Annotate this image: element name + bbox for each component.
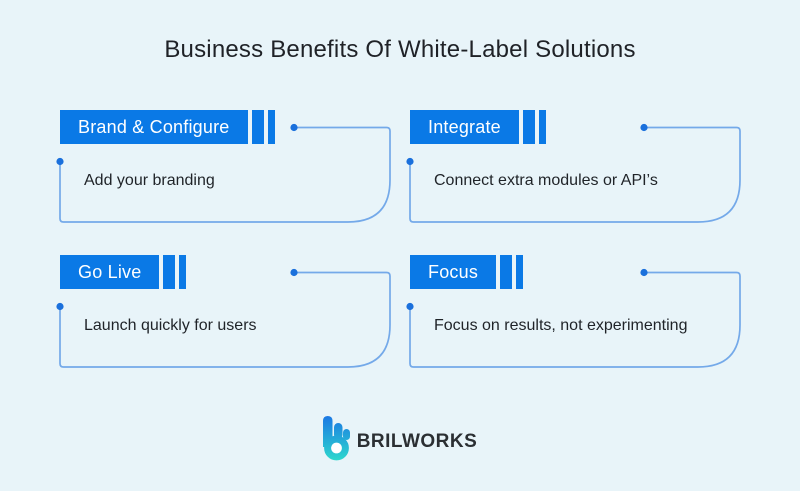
brand-name: BRILWORKS — [356, 430, 478, 452]
step-label: Focus — [428, 261, 479, 282]
step-description: Launch quickly for users — [84, 317, 257, 334]
step-pill-integrate: Integrate — [410, 110, 519, 144]
step-label: Go Live — [78, 261, 142, 282]
step-header-row: Go Live — [60, 255, 400, 289]
step-label: Integrate — [428, 116, 501, 137]
connector-dot-end — [56, 302, 64, 311]
step-header-row: Brand & Configure — [60, 110, 400, 144]
connector-dot-end — [56, 157, 64, 166]
brand-logo: BRILWORKS — [0, 414, 800, 462]
accent-bar-narrow — [267, 110, 275, 144]
accent-bar-wide — [500, 255, 513, 289]
connector-dot-end — [406, 157, 414, 166]
panel-brand-configure: Brand & Configure Add your branding — [56, 110, 400, 230]
panel-go-live: Go Live Launch quickly for users — [56, 255, 400, 375]
step-description: Add your branding — [84, 172, 215, 189]
step-header-row: Integrate — [410, 110, 750, 144]
accent-bar-wide — [251, 110, 264, 144]
accent-bar-narrow — [516, 255, 524, 289]
step-description: Connect extra modules or API’s — [434, 172, 658, 189]
accent-bar-wide — [522, 110, 535, 144]
brilworks-logo-icon — [322, 415, 350, 460]
step-pill-focus: Focus — [410, 255, 497, 289]
page-title: Business Benefits Of White-Label Solutio… — [164, 36, 636, 63]
step-description: Focus on results, not experimenting — [434, 317, 688, 334]
accent-bar-wide — [163, 255, 176, 289]
step-pill-go-live: Go Live — [60, 255, 160, 289]
step-header-row: Focus — [410, 255, 750, 289]
step-pill-brand-configure: Brand & Configure — [60, 110, 248, 144]
panel-integrate: Integrate Connect extra modules or API’s — [406, 110, 750, 230]
step-label: Brand & Configure — [78, 116, 230, 137]
accent-bar-narrow — [538, 110, 546, 144]
accent-bar-narrow — [179, 255, 187, 289]
connector-dot-end — [406, 302, 414, 311]
panel-focus: Focus Focus on results, not experimentin… — [406, 255, 750, 375]
